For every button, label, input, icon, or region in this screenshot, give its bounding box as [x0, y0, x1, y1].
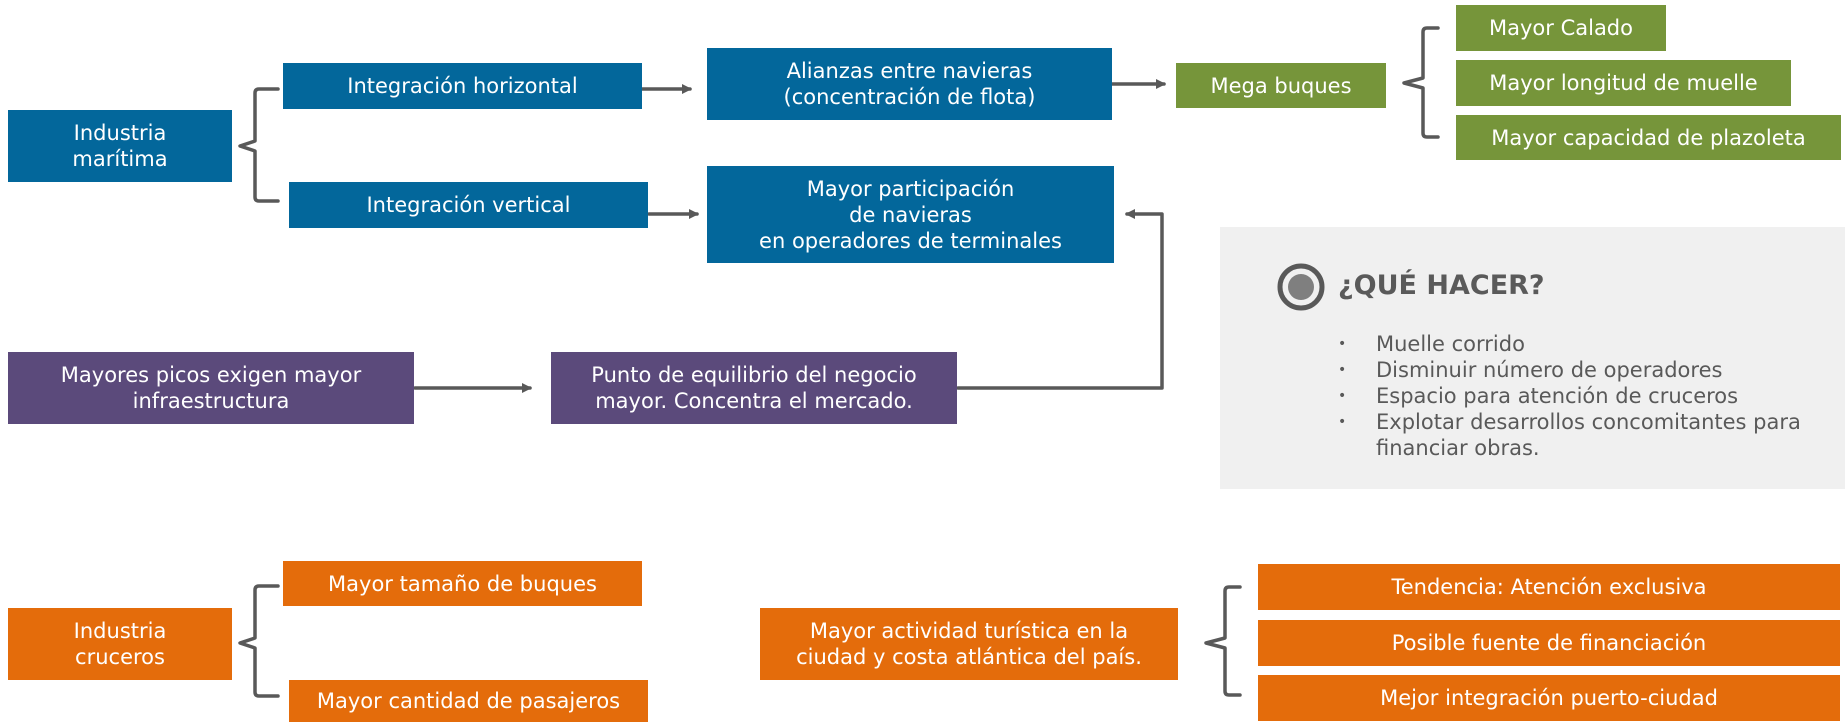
brace-cruises [238, 584, 280, 698]
bullet-symbol: • [1338, 336, 1347, 352]
quay-length-box: Mayor longitud de muelle [1456, 60, 1791, 106]
target-circle-icon [1277, 263, 1325, 311]
yard-capacity-box: Mayor capacidad de plazoleta [1456, 115, 1841, 160]
what-to-do-list: • Muelle corrido • Disminuir número de o… [1338, 331, 1838, 461]
list-item-text: Muelle corrido [1376, 332, 1525, 356]
bullet-symbol: • [1338, 362, 1347, 378]
ship-size-box: Mayor tamaño de buques [283, 561, 642, 606]
tourism-activity-box: Mayor actividad turística en la ciudad y… [760, 608, 1178, 680]
financing-source-box: Posible fuente de financiación [1258, 620, 1840, 666]
brace-megaships [1402, 26, 1440, 139]
list-item: • Muelle corrido [1338, 331, 1838, 357]
what-to-do-panel: ¿QUÉ HACER? • Muelle corrido • Disminuir… [1220, 227, 1845, 489]
port-city-integration-box: Mejor integración puerto-ciudad [1258, 675, 1840, 721]
list-item-text: Explotar desarrollos concomitantes para … [1376, 410, 1801, 460]
terminal-participation-box: Mayor participación de navieras en opera… [707, 166, 1114, 263]
vertical-integration-box: Integración vertical [289, 182, 648, 228]
bullet-symbol: • [1338, 388, 1347, 404]
list-item-text: Disminuir número de operadores [1376, 358, 1723, 382]
greater-draft-box: Mayor Calado [1456, 5, 1666, 51]
brace-tourism [1204, 585, 1242, 697]
bullet-symbol: • [1338, 414, 1347, 430]
peak-demand-box: Mayores picos exigen mayor infraestructu… [8, 352, 414, 424]
brace-maritime [238, 87, 280, 203]
list-item: • Explotar desarrollos concomitantes par… [1338, 409, 1838, 461]
exclusive-attention-box: Tendencia: Atención exclusiva [1258, 564, 1840, 610]
list-item: • Espacio para atención de cruceros [1338, 383, 1838, 409]
what-to-do-title: ¿QUÉ HACER? [1338, 270, 1545, 301]
list-item-text: Espacio para atención de cruceros [1376, 384, 1739, 408]
megaships-box: Mega buques [1176, 63, 1386, 108]
shipping-alliances-box: Alianzas entre navieras (concentración d… [707, 48, 1112, 120]
business-equilibrium-box: Punto de equilibrio del negocio mayor. C… [551, 352, 957, 424]
horizontal-integration-box: Integración horizontal [283, 63, 642, 109]
passengers-box: Mayor cantidad de pasajeros [289, 680, 648, 722]
list-item: • Disminuir número de operadores [1338, 357, 1838, 383]
cruise-industry-box: Industria cruceros [8, 608, 232, 680]
maritime-industry-box: Industria marítima [8, 110, 232, 182]
